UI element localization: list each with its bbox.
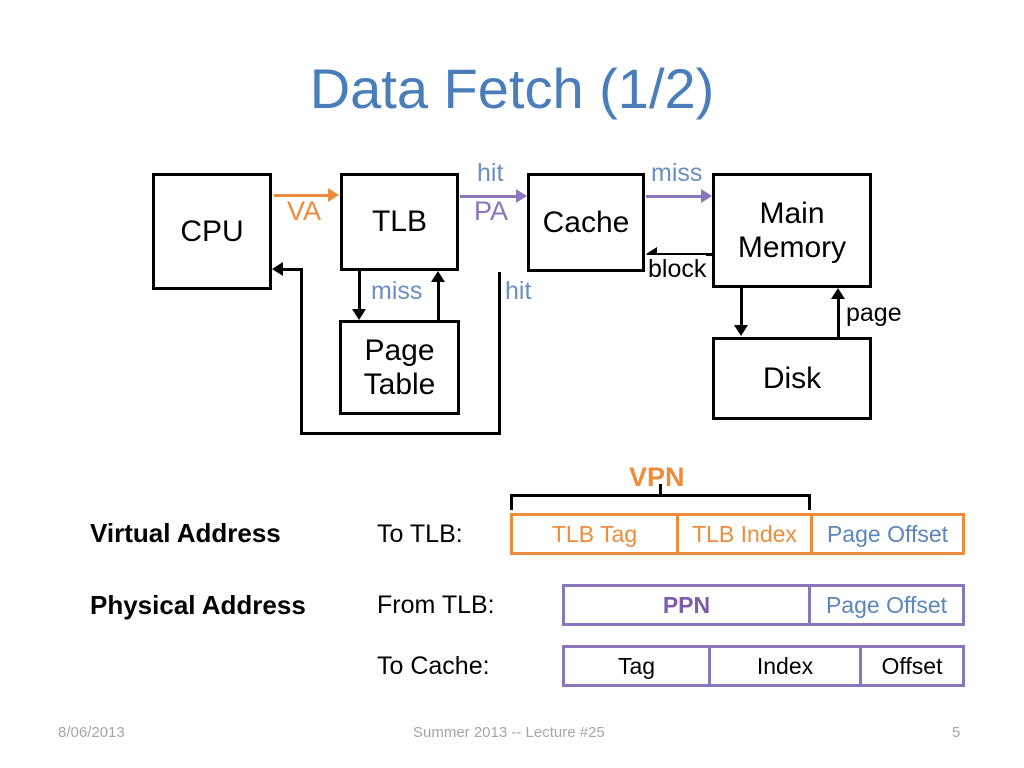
va-field-page-offset[interactable]: Page Offset	[826, 520, 949, 547]
arrow-memory-to-disk-line	[740, 288, 743, 326]
arrow-cpu-to-tlb-head-icon	[328, 188, 339, 202]
diagram-box-main-memory[interactable]: Main Memory	[712, 173, 872, 288]
physical-address-label: Physical Address	[90, 590, 306, 620]
virtual-address-bar[interactable]: TLB Tag TLB Index Page Offset	[510, 513, 965, 555]
arrow-memory-to-cache-line	[657, 253, 712, 256]
edge-label-tlb-hit: hit	[477, 159, 504, 187]
arrow-pagetable-to-tlb-head-icon	[431, 271, 445, 282]
edge-label-tlb-miss: miss	[371, 277, 423, 306]
arrow-pagetable-to-tlb-line	[437, 282, 440, 320]
page-table-label-line2: Table	[363, 367, 436, 401]
footer-date: 8/06/2013	[58, 724, 125, 741]
arrow-tlb-to-cache-line	[460, 195, 519, 198]
diagram-box-disk[interactable]: Disk	[712, 337, 872, 420]
pa-field-page-offset[interactable]: Page Offset	[825, 591, 948, 618]
diagram-box-page-table[interactable]: Page Table	[339, 320, 460, 415]
cache-field-offset[interactable]: Offset	[881, 652, 943, 679]
footer-page-number: 5	[952, 724, 961, 741]
cache-field-index[interactable]: Index	[711, 648, 862, 684]
arrow-cache-to-cpu-head-icon	[272, 262, 283, 276]
diagram-box-cpu[interactable]: CPU	[152, 173, 272, 290]
edge-label-page: page	[846, 299, 902, 327]
arrow-tlb-to-pagetable-head-icon	[352, 309, 366, 320]
cache-field-tag[interactable]: Tag	[565, 648, 711, 684]
page-title: Data Fetch (1/2)	[309, 57, 715, 120]
diagram-box-cache[interactable]: Cache	[527, 173, 645, 272]
virtual-address-label: Virtual Address	[90, 518, 281, 548]
arrow-tlb-to-pagetable-line	[358, 271, 361, 311]
arrow-tlb-to-cache-head-icon	[516, 189, 527, 203]
edge-label-block: block	[648, 255, 707, 284]
vpn-bracket-left-tick	[510, 494, 513, 510]
edge-label-cache-miss: miss	[651, 159, 703, 187]
edge-label-pa: PA	[474, 196, 509, 226]
edge-label-va: VA	[287, 196, 322, 226]
arrow-cache-to-memory-head-icon	[701, 189, 712, 203]
va-field-tlb-tag[interactable]: TLB Tag	[513, 516, 679, 552]
cache-address-bar[interactable]: Tag Index Offset	[562, 645, 965, 687]
path-cache-to-cpu-horizontal-top	[283, 268, 303, 271]
arrow-memory-to-disk-head-icon	[734, 325, 748, 336]
cpu-label: CPU	[180, 214, 244, 248]
arrow-memory-to-cache-head-icon	[646, 247, 657, 261]
diagram-box-tlb[interactable]: TLB	[340, 173, 459, 271]
page-table-label-line1: Page	[364, 333, 435, 367]
va-field-tlb-index[interactable]: TLB Index	[679, 516, 813, 552]
cache-label: Cache	[542, 205, 630, 239]
main-memory-label-line1: Main	[759, 196, 825, 230]
path-cache-to-cpu-vertical-right	[498, 272, 501, 435]
disk-label: Disk	[762, 361, 822, 395]
physical-address-sublabel: From TLB:	[377, 591, 495, 619]
vpn-bracket-right-tick	[808, 494, 811, 510]
footer-center-text: Summer 2013 -- Lecture #25	[413, 724, 605, 741]
path-cache-to-cpu-horizontal-bottom	[300, 432, 501, 435]
vpn-bracket-label: VPN	[629, 462, 685, 492]
arrow-disk-to-memory-line	[837, 299, 840, 337]
arrow-disk-to-memory-head-icon	[831, 288, 845, 299]
main-memory-label-line2: Memory	[737, 230, 847, 264]
arrow-cache-to-memory-line	[646, 195, 704, 198]
tlb-label: TLB	[371, 205, 428, 239]
vpn-bracket-stem	[659, 484, 662, 496]
pa-field-ppn[interactable]: PPN	[565, 587, 811, 623]
to-cache-sublabel: To Cache:	[377, 652, 490, 680]
arrow-cpu-to-tlb-line	[274, 194, 329, 197]
edge-label-pagetable-hit: hit	[505, 277, 532, 305]
physical-address-bar[interactable]: PPN Page Offset	[562, 584, 965, 626]
virtual-address-sublabel: To TLB:	[377, 520, 463, 548]
path-cache-to-cpu-vertical-left	[300, 268, 303, 435]
